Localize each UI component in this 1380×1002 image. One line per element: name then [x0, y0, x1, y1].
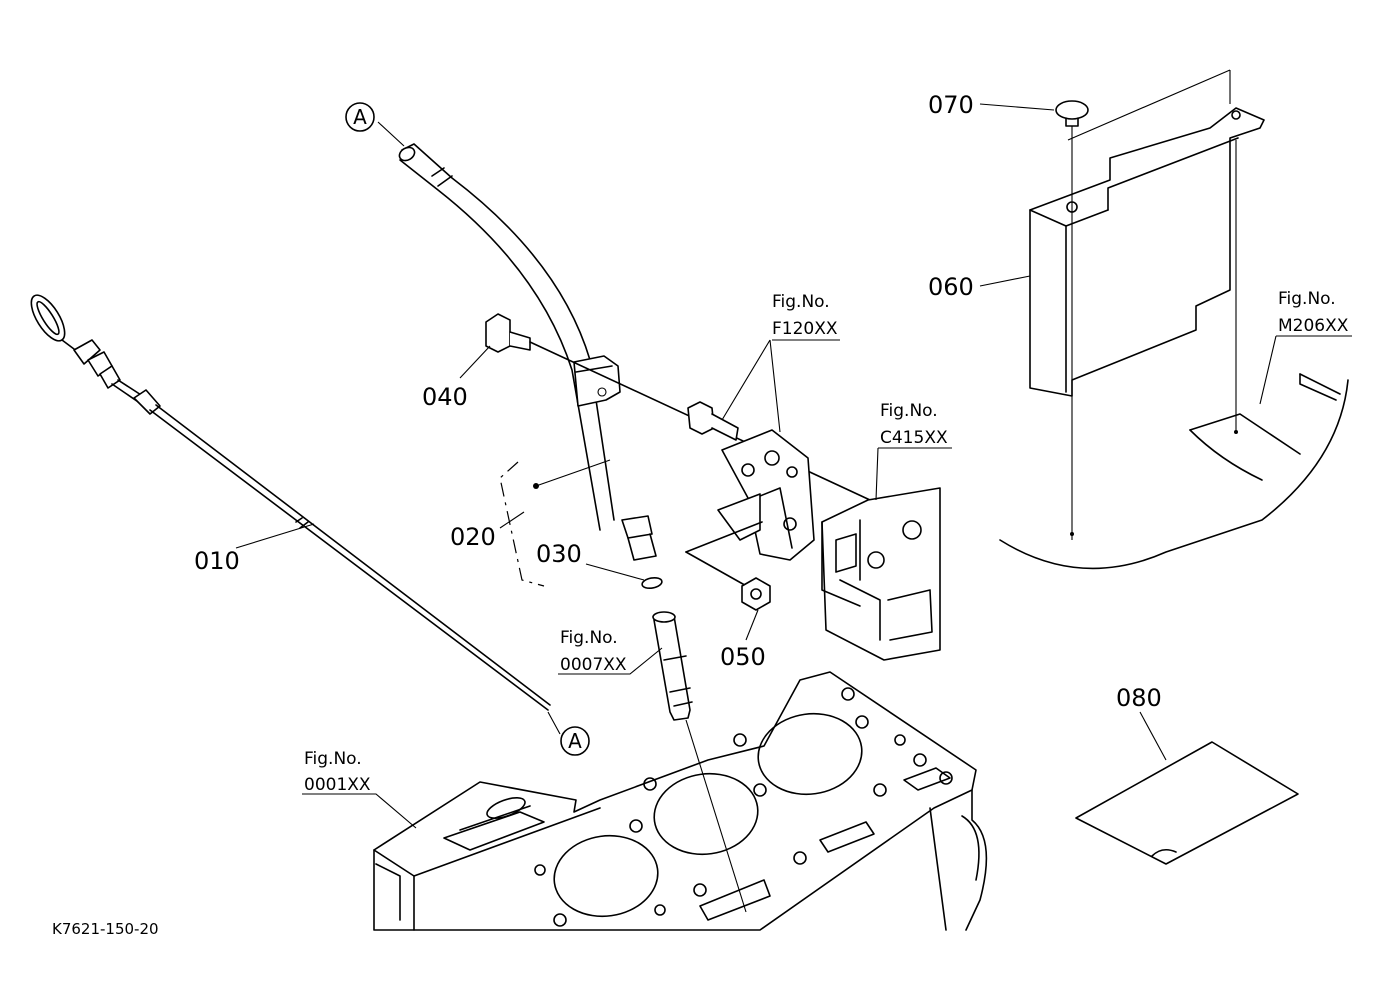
leader-0007 — [558, 647, 663, 675]
marker-a-top: A — [345, 102, 375, 132]
dipstick — [30, 294, 551, 711]
marker-a-bottom: A — [560, 726, 590, 756]
engine-bracket-c415 — [821, 487, 941, 661]
leader-c415 — [875, 447, 952, 501]
part-label-030: 030 — [536, 540, 582, 568]
fig-ref-c415-line1: Fig.No. — [880, 401, 938, 421]
leader-050 — [745, 609, 759, 641]
leader-070 — [979, 103, 1055, 111]
leader-020b — [535, 459, 611, 487]
leader-060 — [979, 275, 1031, 287]
bolt-040 — [485, 313, 871, 501]
fig-ref-m206-line1: Fig.No. — [1278, 289, 1336, 309]
fig-ref-0001-line2: 0001XX — [304, 775, 371, 795]
fig-ref-f120-line1: Fig.No. — [772, 292, 830, 312]
part-label-060: 060 — [928, 273, 974, 301]
nut-050 — [741, 577, 771, 611]
fig-ref-c415-line2: C415XX — [880, 428, 948, 448]
part-label-050: 050 — [720, 643, 766, 671]
leader-m206 — [1259, 335, 1352, 405]
leader-a-bottom — [547, 711, 561, 735]
part-label-080: 080 — [1116, 684, 1162, 712]
marker-a-bottom-text: A — [568, 729, 582, 753]
lower-pipe — [652, 611, 693, 721]
fig-ref-m206-line2: M206XX — [1278, 316, 1349, 336]
marker-a-top-text: A — [353, 105, 367, 129]
leader-020 — [499, 511, 525, 529]
fig-ref-f120-line2: F120XX — [772, 319, 838, 339]
fig-ref-0001-line1: Fig.No. — [304, 749, 362, 769]
part-label-040: 040 — [422, 383, 468, 411]
part-label-020: 020 — [450, 523, 496, 551]
leader-a-top — [377, 121, 405, 147]
leader-040 — [459, 345, 491, 379]
label-sheet-080 — [1075, 741, 1299, 865]
leader-f120 — [721, 339, 781, 433]
frame-m206 — [999, 140, 1349, 570]
document-id: K7621-150-20 — [52, 920, 159, 938]
fig-ref-0007-line1: Fig.No. — [560, 628, 618, 648]
leader-080 — [1139, 711, 1167, 761]
guide-tube — [398, 143, 657, 561]
part-label-070: 070 — [928, 91, 974, 119]
assembly-bracket — [499, 461, 545, 587]
part-label-010: 010 — [194, 547, 240, 575]
engine-block — [373, 671, 988, 931]
leader-0001 — [302, 793, 417, 829]
leader-030 — [585, 563, 645, 581]
centerline — [685, 719, 747, 913]
bracket-f120 — [685, 401, 815, 589]
o-ring — [641, 576, 663, 590]
fig-ref-0007-line2: 0007XX — [560, 655, 627, 675]
leader-010 — [235, 523, 315, 549]
plug-070 — [1055, 100, 1089, 540]
